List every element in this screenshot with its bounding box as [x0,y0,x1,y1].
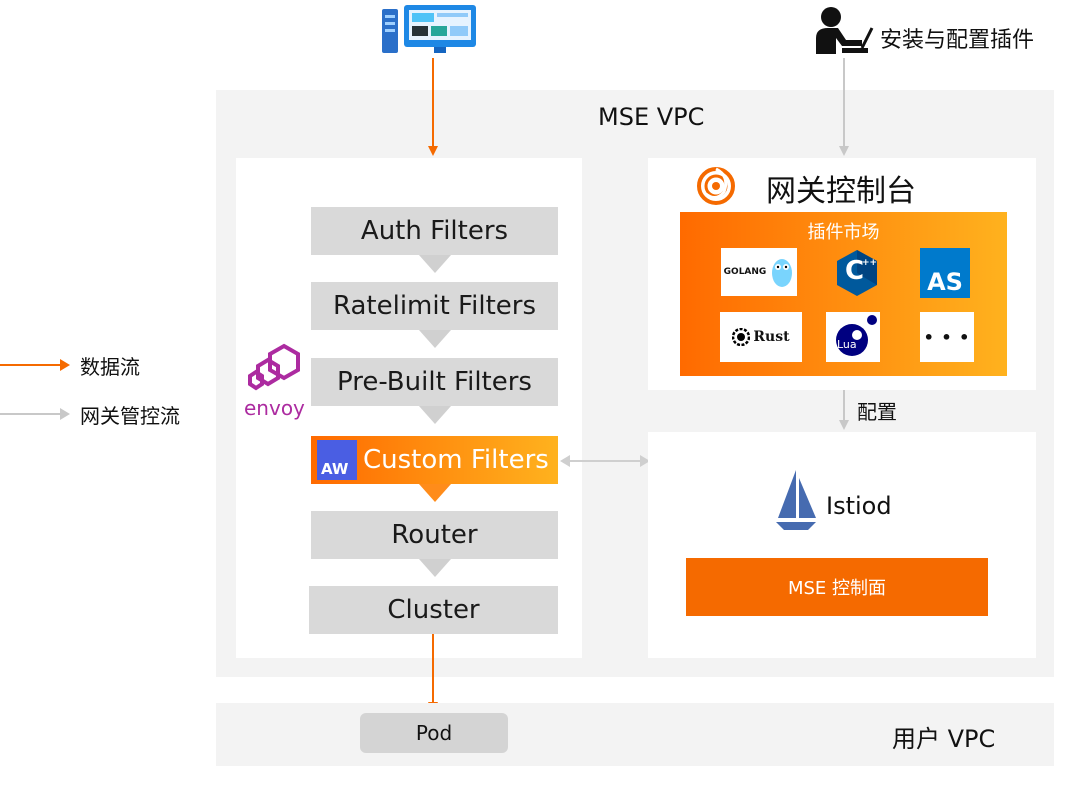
cpp-letter: C [845,256,865,286]
more-plugins-tile: • • • [920,312,974,362]
auth-filters-box: Auth Filters [311,207,558,255]
custom-filters-box: AW Custom Filters [311,436,558,484]
legend-control-flow-line [0,413,62,415]
cpp-plus: ++ [862,258,878,268]
bidirectional-arrowhead-left [560,455,570,467]
pod-label: Pod [415,721,453,745]
legend-data-flow-line [0,364,62,366]
legend-data-flow-arrowhead [60,359,70,371]
lua-icon [836,315,877,356]
assemblyscript-badge: AW [317,440,357,480]
bidirectional-control-line [568,460,640,462]
custom-filters-label: Custom Filters [363,445,549,475]
pod-box: Pod [360,713,508,753]
rust-label: Rust [753,329,790,345]
rust-plugin-tile: Rust [720,312,802,362]
user-laptop-icon [816,6,874,56]
data-flow-arrowhead-top [428,146,438,156]
aliyun-console-icon [696,166,736,206]
control-flow-line-config [843,390,845,420]
router-box: Router [311,511,558,559]
golang-plugin-tile: GOLANG [721,248,797,296]
flow-arrow-5 [419,559,451,577]
flow-arrow-2 [419,330,451,348]
assemblyscript-badge-text: AW [321,460,349,478]
client-server-icon [382,5,478,55]
rust-gear-icon [732,328,751,346]
lua-plugin-tile: Lua [826,312,880,362]
more-plugins-dots: • • • [923,327,971,347]
cluster-box: Cluster [309,586,558,634]
cpp-plugin-tile: C ++ [830,248,884,298]
data-flow-line-bottom [432,634,434,703]
bidirectional-arrowhead-right [640,455,650,467]
prebuilt-filters-box: Pre-Built Filters [311,358,558,406]
mse-control-plane-label: MSE 控制面 [787,578,887,599]
assemblyscript-plugin-tile: AS [920,248,970,298]
legend-control-flow-label: 网关管控流 [80,404,180,428]
legend-control-flow-arrowhead [60,408,70,420]
mse-control-plane-box: MSE 控制面 [686,558,988,616]
user-vpc-title: 用户 VPC [892,725,996,753]
install-config-label: 安装与配置插件 [880,28,1035,53]
mse-vpc-title: MSE VPC [598,103,705,131]
control-flow-arrowhead-install [839,146,849,156]
lua-label: Lua [837,338,857,351]
envoy-logo-text: envoy [244,396,305,420]
flow-arrow-4 [419,484,451,502]
istiod-label: Istiod [826,492,892,520]
cpp-icon [837,250,877,296]
user-vpc-panel [216,703,1054,766]
ratelimit-filters-box: Ratelimit Filters [311,282,558,330]
assemblyscript-label: AS [927,268,963,296]
legend-data-flow-label: 数据流 [80,355,140,379]
data-flow-line-top [432,58,434,146]
istio-sail-icon [774,468,818,532]
envoy-logo-icon [244,342,308,394]
gopher-icon [772,259,793,287]
flow-arrow-3 [419,406,451,424]
control-flow-arrowhead-config [839,420,849,430]
golang-label: GOLANG [723,267,767,277]
flow-arrow-1 [419,255,451,273]
gateway-console-title: 网关控制台 [766,174,916,209]
istiod-card [648,432,1036,658]
plugin-market-title: 插件市场 [807,222,880,243]
control-flow-line-install [843,58,845,146]
config-label: 配置 [857,400,897,424]
